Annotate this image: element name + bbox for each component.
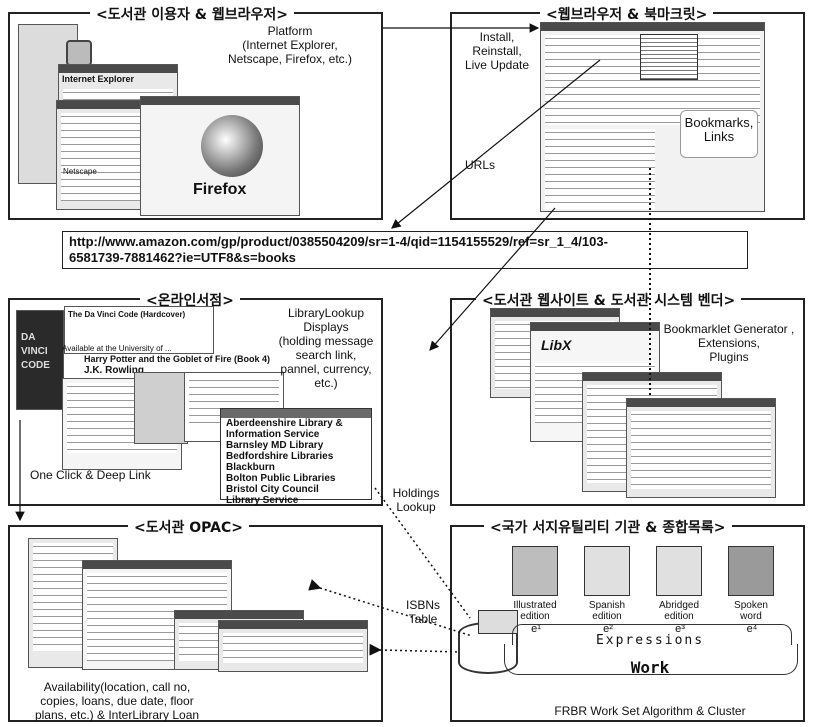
librarylookup-label: LibraryLookup Displays (holding message … (278, 306, 374, 390)
book-availability: Available at the University of ... (62, 344, 172, 353)
library-option[interactable]: Bristol City Council (226, 484, 319, 495)
firefox-window-screenshot: Firefox (140, 96, 300, 216)
edition-tag: e¹ (531, 623, 541, 635)
library-list-header (221, 409, 371, 418)
platform-label: Platform (Internet Explorer, Netscape, F… (227, 24, 353, 66)
edition-title: Spoken word (734, 600, 768, 622)
bookmarks-callout (680, 110, 758, 158)
amazon-url-box: http://www.amazon.com/gp/product/0385504… (62, 231, 748, 269)
expressions-label: Expressions (595, 633, 705, 648)
bookmarks-label: Bookmarks, Links (684, 115, 754, 144)
libx-logo: LibX (541, 337, 572, 353)
library-items: Aberdeenshire Library &Information Servi… (221, 418, 371, 506)
url-line-1: http://www.amazon.com/gp/product/0385504… (69, 234, 608, 249)
expressions-bracket (512, 624, 792, 645)
library-option[interactable]: Bolton Public Libraries (226, 473, 336, 484)
library-option[interactable]: Information Service (226, 429, 320, 440)
cover-text: DA VINCI CODE (21, 332, 50, 371)
panel-title-browser-users: <도서관 이용자 & 웹브라우저> (90, 4, 294, 24)
library-option[interactable]: Blackburn (226, 462, 275, 473)
library-option[interactable]: Barnsley MD Library (226, 440, 324, 451)
firefox-logo-icon (201, 115, 263, 177)
availability-box (16, 676, 216, 720)
ie-window-title: Internet Explorer (62, 74, 135, 84)
panel-title-opac: <도서관 OPAC> (128, 517, 249, 537)
urls-label: URLs (464, 158, 495, 172)
edition-title: Abridged edition (658, 600, 700, 622)
library-select-list[interactable]: Aberdeenshire Library &Information Servi… (220, 408, 372, 506)
edition-cover (656, 546, 702, 596)
firefox-label: Firefox (193, 181, 247, 198)
edition-tag: e² (603, 623, 613, 635)
edition-cover (728, 546, 774, 596)
edition-title: Spanish edition (588, 600, 626, 622)
library-option[interactable]: Aberdeenshire Library & (226, 418, 343, 429)
panel-title-bookmarklet: <웹브라우저 & 북마크릿> (540, 4, 714, 24)
harry-potter-title: Harry Potter and the Goblet of Fire (Boo… (84, 354, 271, 364)
bookmarks-menu (640, 34, 698, 80)
library-site-screenshot-4 (626, 398, 776, 498)
edition-tag: e⁴ (746, 623, 758, 635)
panel-title-national: <국가 서지유틸리티 기관 & 종합목록> (484, 517, 732, 537)
holdings-label: Holdings Lookup (392, 486, 440, 514)
library-option[interactable]: Bedfordshire Libraries (226, 451, 334, 462)
book-author: J.K. Rowling (84, 365, 144, 376)
book-title: The Da Vinci Code (Hardcover) (68, 310, 186, 319)
panel-title-library-site: <도서관 웹사이트 & 도서관 시스템 벤더> (476, 290, 742, 310)
edition-cover (512, 546, 558, 596)
oneclick-label: One Click & Deep Link (30, 468, 151, 482)
harry-potter-cover (134, 372, 188, 444)
frbr-label: FRBR Work Set Algorithm & Cluster (554, 704, 746, 718)
ie-logo-icon (66, 40, 92, 66)
generator-label: Bookmarklet Generator , Extensions, Plug… (663, 322, 795, 364)
panel-title-online-bookstore: <온라인서점> (140, 290, 240, 310)
davinci-cover: DA VINCI CODE (16, 310, 64, 410)
netscape-label: Netscape (63, 167, 97, 176)
isbns-label: ISBNs Table (405, 598, 440, 626)
url-line-2: 6581739-7881462?ie=UTF8&s=books (69, 250, 296, 265)
install-label: Install, Reinstall, Live Update (464, 30, 530, 72)
work-bracket (504, 644, 798, 675)
edition-tag: e³ (675, 623, 685, 635)
library-option[interactable]: Library Service (226, 495, 299, 506)
amazon-page-screenshot: The Da Vinci Code (Hardcover) (64, 306, 214, 354)
opac-dotted-2 (369, 643, 461, 656)
availability-label: Availability(location, call no, copies, … (34, 680, 200, 722)
library-building-icon (478, 610, 518, 634)
work-label: Work (630, 658, 670, 677)
edition-title: Illustrated edition (513, 600, 557, 622)
edition-cover (584, 546, 630, 596)
opac-screenshot-4 (218, 620, 368, 672)
